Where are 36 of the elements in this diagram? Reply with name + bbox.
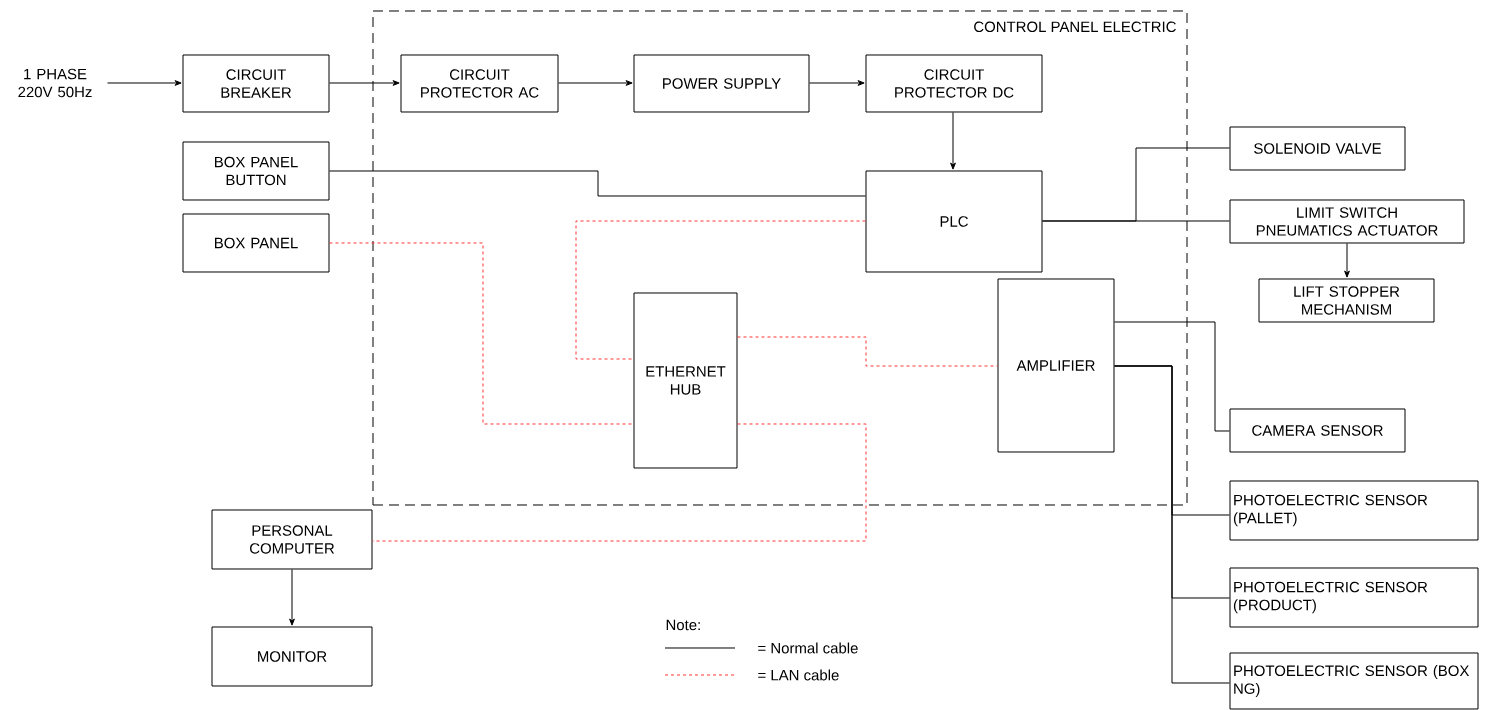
block-box: CAMERA SENSOR xyxy=(1229,408,1406,453)
arrow xyxy=(1344,243,1350,278)
block-box: ETHERNET HUB xyxy=(633,292,738,469)
block-box: BOX PANEL xyxy=(182,213,330,273)
lan-cable xyxy=(575,220,866,360)
block-box: LIFT STOPPER MECHANISM xyxy=(1258,278,1435,323)
legend-text: = Normal cable xyxy=(758,642,858,654)
block-box: PHOTOELECTRIC SENSOR (PRODUCT) xyxy=(1229,567,1479,628)
block-box: LIMIT SWITCH PNEUMATICS ACTUATOR xyxy=(1229,199,1465,244)
block-box: POWER SUPPLY xyxy=(633,54,810,113)
arrow xyxy=(558,80,633,86)
block-box: BOX PANEL BUTTON xyxy=(182,141,330,201)
arrow xyxy=(809,80,865,86)
block-box: SOLENOID VALVE xyxy=(1229,126,1406,171)
block-box: PHOTOELECTRIC SENSOR (BOX NG) xyxy=(1229,652,1479,710)
input-label: 1 PHASE 220V 50Hz xyxy=(18,68,92,98)
note-label: Note: xyxy=(666,619,700,631)
arrow xyxy=(329,80,400,86)
cable-line xyxy=(1114,321,1230,432)
block-box: CIRCUIT PROTECTOR AC xyxy=(400,54,559,113)
arrow xyxy=(950,112,956,170)
block-box: PHOTOELECTRIC SENSOR (PALLET) xyxy=(1229,480,1479,541)
block-box: AMPLIFIER xyxy=(997,278,1115,453)
block-box: CIRCUIT BREAKER xyxy=(182,54,330,113)
block-box: PLC xyxy=(865,170,1043,273)
cable-line xyxy=(1114,365,1230,684)
block-box: MONITOR xyxy=(211,626,373,687)
arrow xyxy=(289,569,295,626)
legend-text: = LAN cable xyxy=(758,669,839,681)
cable-line xyxy=(329,170,866,197)
block-box: PERSONAL COMPUTER xyxy=(211,509,373,570)
block-box: CIRCUIT PROTECTOR DC xyxy=(865,54,1043,113)
lan-cable xyxy=(329,242,634,425)
arrow xyxy=(107,80,182,86)
lan-cable xyxy=(737,336,998,367)
cable-line xyxy=(1042,220,1230,222)
